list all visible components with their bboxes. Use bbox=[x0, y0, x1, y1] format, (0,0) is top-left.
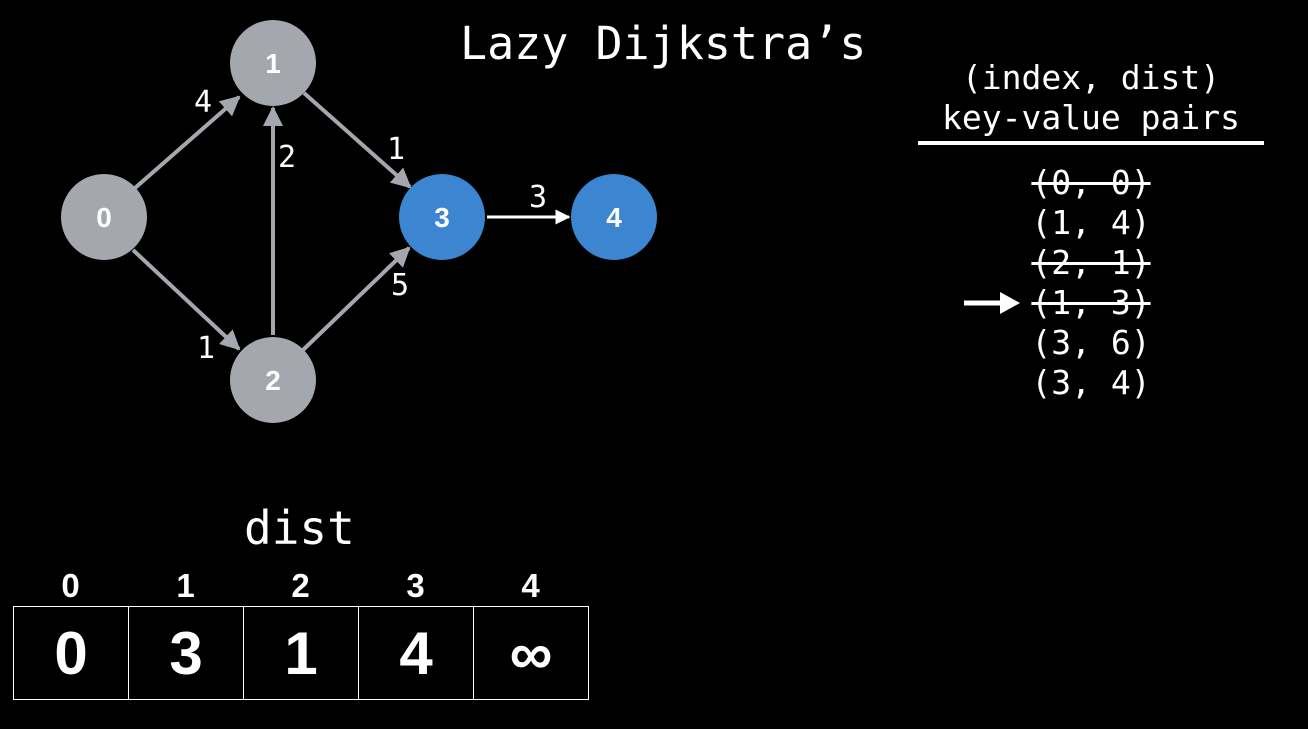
dist-cell: 1 bbox=[244, 607, 359, 699]
edge-weight-1-3: 1 bbox=[387, 132, 405, 167]
page-title: Lazy Dijkstra’s bbox=[460, 17, 867, 70]
priority-queue-entry: (1, 4) bbox=[1031, 203, 1151, 242]
edge-2-3 bbox=[301, 246, 411, 352]
graph-node-2: 2 bbox=[230, 337, 316, 423]
priority-queue-entry: (0, 0) bbox=[1031, 163, 1151, 202]
graph-node-0: 0 bbox=[61, 174, 147, 260]
edge-weight-2-3: 5 bbox=[391, 268, 409, 303]
dist-index: 3 bbox=[406, 567, 425, 604]
graph-node-label: 1 bbox=[265, 48, 281, 79]
graph-node-label: 3 bbox=[434, 202, 450, 233]
edge-weight-2-1: 2 bbox=[278, 140, 296, 175]
priority-queue-header: (index, dist) key-value pairs bbox=[918, 58, 1264, 138]
graph-node-label: 0 bbox=[96, 202, 112, 233]
graph-node-1: 1 bbox=[230, 20, 316, 106]
graph-diagram: 4 1 2 1 5 3 0 1 2 3 4 bbox=[61, 20, 657, 423]
priority-queue-entry: (3, 4) bbox=[1031, 363, 1151, 402]
dist-index: 0 bbox=[61, 567, 80, 604]
graph-node-4: 4 bbox=[571, 174, 657, 260]
dist-cell: 0 bbox=[14, 607, 129, 699]
graph-node-3: 3 bbox=[399, 174, 485, 260]
edge-weight-3-4: 3 bbox=[529, 180, 547, 215]
dist-cell: ∞ bbox=[474, 607, 589, 699]
dist-cell: 3 bbox=[129, 607, 244, 699]
dist-cell: 4 bbox=[359, 607, 474, 699]
edge-1-3 bbox=[302, 91, 412, 189]
dist-index: 2 bbox=[291, 567, 310, 604]
priority-queue-list: (0, 0) (1, 4) (2, 1) (1, 3) (3, 6) (3, 4… bbox=[918, 163, 1264, 403]
edge-weight-0-1: 4 bbox=[194, 85, 212, 120]
right-arrow-icon bbox=[964, 292, 1020, 314]
priority-queue-divider bbox=[918, 141, 1264, 145]
dist-index: 4 bbox=[521, 567, 540, 604]
graph-node-label: 4 bbox=[606, 202, 622, 233]
edge-weight-0-2: 1 bbox=[197, 331, 215, 366]
priority-queue-header-line-2: key-value pairs bbox=[941, 98, 1240, 137]
priority-queue-header-line-1: (index, dist) bbox=[961, 58, 1221, 97]
dist-array: 0 3 1 4 ∞ bbox=[13, 606, 589, 700]
dist-index: 1 bbox=[176, 567, 195, 604]
edge-0-1 bbox=[133, 95, 241, 190]
dist-array-indices: 0 1 2 3 4 bbox=[13, 566, 588, 606]
priority-queue-entry: (3, 6) bbox=[1031, 323, 1151, 362]
edge-0-2 bbox=[131, 248, 241, 351]
priority-queue-entry: (2, 1) bbox=[1031, 243, 1151, 282]
graph-node-label: 2 bbox=[265, 365, 281, 396]
dist-array-title: dist bbox=[244, 501, 355, 555]
priority-queue-entry: (1, 3) bbox=[1031, 283, 1151, 322]
